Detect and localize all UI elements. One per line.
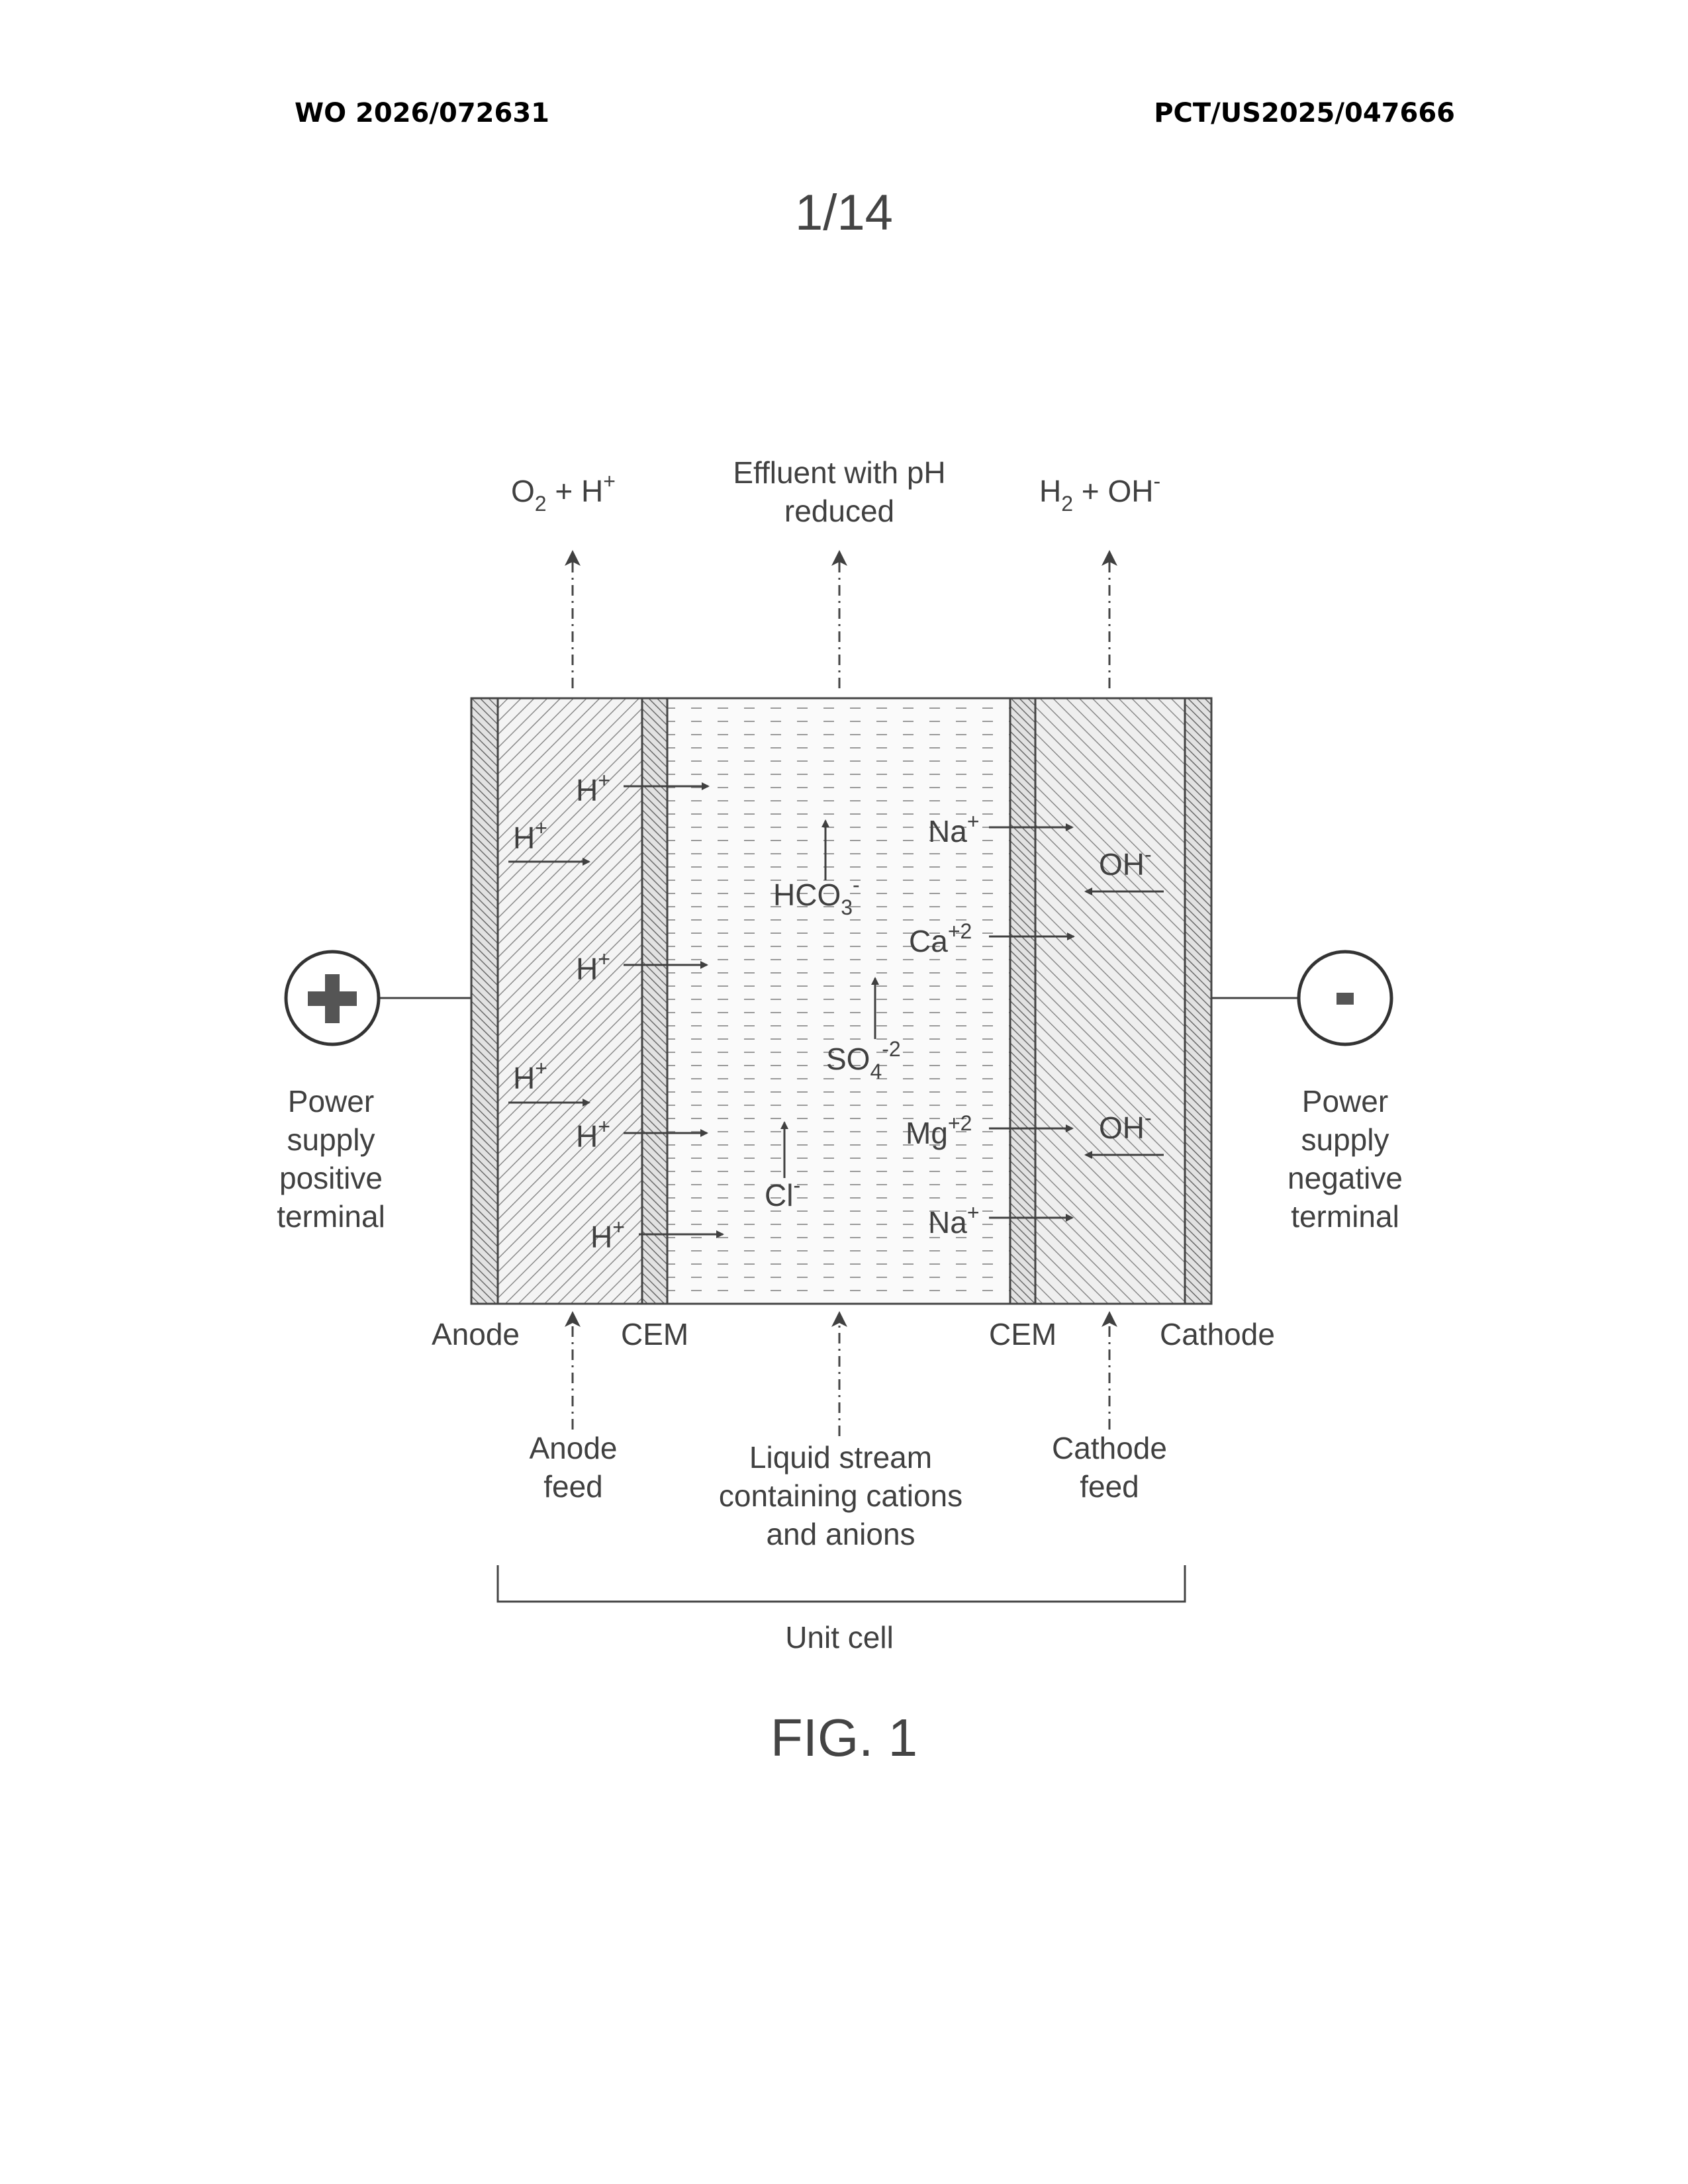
cathode-feed-line1: Cathode (1052, 1431, 1167, 1465)
positive-label-line3: positive (279, 1161, 383, 1195)
negative-label-line3: negative (1288, 1161, 1403, 1195)
cathode-output-label: H2 + OH- (1039, 469, 1160, 516)
cathode-feed-line2: feed (1080, 1469, 1139, 1504)
oh-ion-1: OH- (1099, 842, 1152, 882)
cem-left-label: CEM (621, 1317, 688, 1351)
liquid-stream-line3: and anions (766, 1517, 915, 1551)
effluent-label-line1: Effluent with pH (733, 455, 945, 490)
negative-terminal (1299, 952, 1391, 1044)
positive-terminal (286, 952, 379, 1044)
anode-output-label: O2 + H+ (511, 469, 616, 516)
cem-left-membrane (642, 698, 667, 1304)
positive-label-line1: Power (288, 1084, 374, 1118)
anode-label: Anode (432, 1317, 520, 1351)
positive-label-line4: terminal (277, 1199, 385, 1234)
figure-label: FIG. 1 (0, 1707, 1688, 1768)
unit-cell-label: Unit cell (785, 1620, 894, 1655)
anode-feed-line2: feed (543, 1469, 603, 1504)
oh-ion-2: OH- (1099, 1106, 1152, 1145)
unit-cell-bracket (498, 1565, 1185, 1602)
anode-compartment (498, 698, 642, 1304)
cathode-label: Cathode (1160, 1317, 1275, 1351)
negative-label-line4: terminal (1291, 1199, 1399, 1234)
cathode-plate (1185, 698, 1211, 1304)
negative-label-line1: Power (1302, 1084, 1388, 1118)
cem-right-label: CEM (989, 1317, 1056, 1351)
effluent-label-line2: reduced (784, 494, 894, 528)
liquid-stream-line1: Liquid stream (749, 1440, 932, 1475)
cem-right-membrane (1010, 698, 1035, 1304)
positive-label-line2: supply (287, 1122, 375, 1157)
anode-plate (471, 698, 498, 1304)
negative-label-line2: supply (1301, 1122, 1389, 1157)
minus-icon (1336, 993, 1354, 1005)
cathode-compartment (1035, 698, 1185, 1304)
liquid-stream-line2: containing cations (719, 1479, 962, 1513)
anode-feed-line1: Anode (529, 1431, 617, 1465)
